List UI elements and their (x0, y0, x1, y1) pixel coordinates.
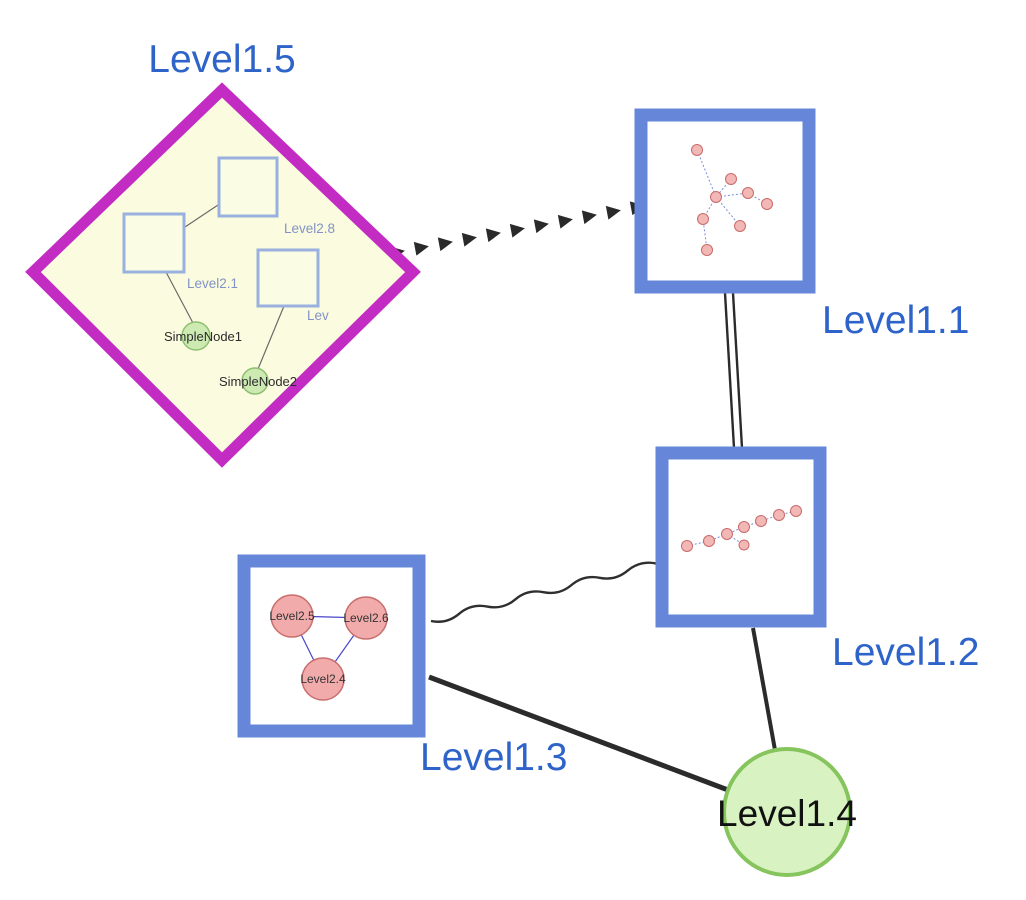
node-level12: Level1.2 (655, 446, 979, 674)
simplenode1-label: SimpleNode1 (164, 329, 242, 344)
level11-square-shape[interactable] (634, 108, 816, 294)
edge-level11-level12[interactable] (723, 292, 744, 449)
level15-diamond-shape[interactable] (25, 82, 421, 468)
edge-level13-level12[interactable] (430, 561, 657, 623)
simplenode2-label: SimpleNode2 (219, 374, 297, 389)
lev-label: Lev (307, 308, 329, 323)
level14-label: Level1.4 (717, 793, 857, 834)
edge-level21-level28 (184, 204, 219, 228)
level13-square-shape[interactable] (237, 554, 426, 738)
node-simplenode1[interactable] (181, 321, 211, 351)
level11-inner-graph (691, 144, 773, 256)
edge-level21-simplenode1 (165, 271, 194, 324)
node-level14: Level1.4 (717, 747, 857, 877)
level13-inner-graph: Level2.5 Level2.6 Level2.4 (269, 594, 389, 701)
node-level13: Level2.5 Level2.6 Level2.4 Level1.3 (237, 554, 567, 779)
level12-square-shape[interactable] (655, 446, 827, 628)
level24-label: Level2.4 (300, 672, 346, 686)
level28-label: Level2.8 (284, 221, 335, 236)
node-level25[interactable] (270, 594, 314, 638)
edge-level13-level14[interactable] (428, 674, 729, 793)
level26-label: Level2.6 (343, 611, 389, 625)
level11-label: Level1.1 (822, 299, 969, 342)
level14-circle-shape[interactable] (722, 747, 852, 877)
level12-label: Level1.2 (832, 631, 979, 674)
edge-lev-simplenode2 (257, 305, 285, 370)
node-level26[interactable] (344, 596, 388, 640)
level15-label: Level1.5 (148, 38, 295, 81)
edge-level12-level14[interactable] (751, 627, 777, 751)
edge-level15-level11[interactable] (389, 201, 645, 261)
node-level21[interactable] (122, 212, 186, 274)
level12-inner-graph (681, 505, 802, 552)
level21-label: Level2.1 (187, 276, 238, 291)
level25-label: Level2.5 (269, 609, 315, 623)
node-level11: Level1.1 (634, 108, 969, 342)
level13-label: Level1.3 (420, 736, 567, 779)
node-level24[interactable] (301, 657, 345, 701)
node-level28[interactable] (217, 156, 279, 218)
node-level15: Level2.8 Level2.1 Lev SimpleNode1 Simple… (25, 38, 421, 468)
node-simplenode2[interactable] (241, 367, 269, 395)
node-lev[interactable] (256, 248, 320, 308)
